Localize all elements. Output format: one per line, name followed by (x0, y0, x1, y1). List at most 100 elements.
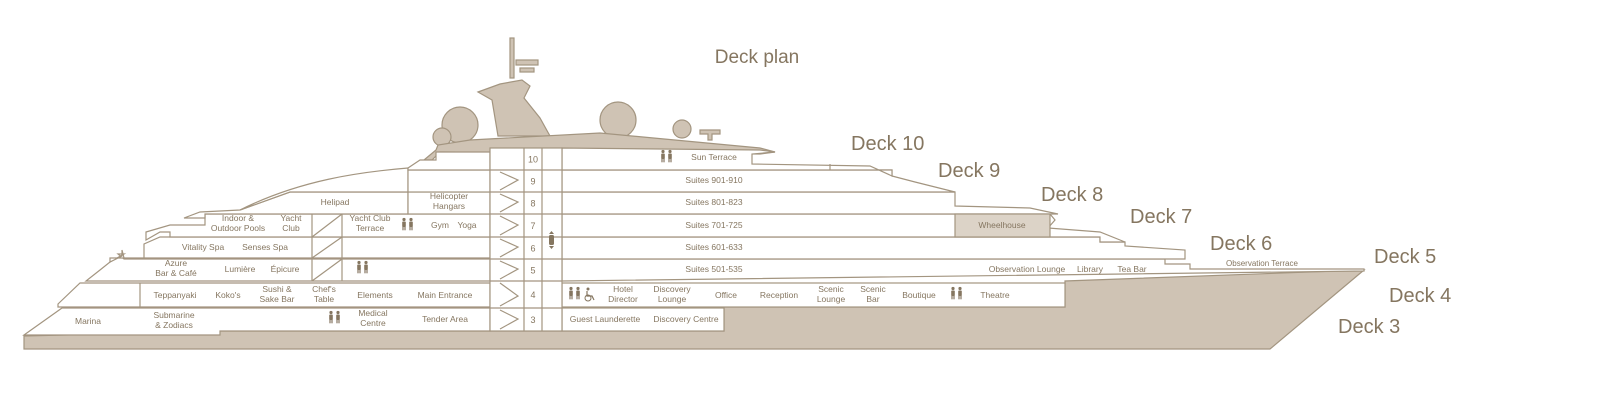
radar-dome (672, 119, 692, 139)
deck-label: Deck 7 (1130, 206, 1192, 228)
deck-number: 10 (528, 155, 538, 165)
restroom-icon (661, 149, 672, 163)
room-label-suites-601: Suites 601-633 (685, 242, 742, 252)
stair-flight (499, 282, 520, 307)
room-label-discovery-centre: Discovery Centre (653, 314, 718, 324)
room-label-epicure: Épicure (271, 264, 300, 274)
room-label-helipad: Helipad (321, 197, 350, 207)
decks (22, 147, 1365, 336)
radar-dome (599, 101, 637, 139)
deck-labels: Deck 10 Deck 9 Deck 8 Deck 7 Deck 6 Deck 5 Dec… (851, 133, 1451, 338)
room-label-indoor-pools: Indoor &Outdoor Pools (211, 213, 265, 233)
deck-label: Deck 8 (1041, 184, 1103, 206)
room-label-tender-area: Tender Area (422, 314, 468, 324)
radar-bar (515, 59, 539, 66)
deck-number: 8 (530, 199, 535, 209)
elevator-icon (549, 231, 554, 249)
deck-9-forward (561, 169, 956, 193)
room-label-submarine-zodiacs: Submarine& Zodiacs (153, 310, 194, 330)
deck-label: Deck 10 (851, 133, 924, 155)
accessible-icon (584, 287, 595, 302)
room-label-suites-801: Suites 801-823 (685, 197, 742, 207)
room-label-suites-501: Suites 501-535 (685, 264, 742, 274)
stair-flight (499, 171, 520, 191)
stair-flight (499, 260, 520, 280)
page-title: Deck plan (715, 47, 800, 68)
room-label-suites-901: Suites 901-910 (685, 175, 742, 185)
room-label-teppanyaki: Teppanyaki (153, 290, 196, 300)
stair-flight (499, 215, 520, 236)
restroom-icon (329, 310, 340, 324)
restroom-icon (357, 260, 368, 274)
deck-6-forward (561, 236, 1186, 260)
deck-5-forward (561, 258, 1365, 282)
room-label-theatre: Theatre (980, 290, 1010, 300)
deck-label: Deck 9 (938, 160, 1000, 182)
stair-zigzags (499, 171, 520, 330)
deck-label: Deck 6 (1210, 233, 1272, 255)
stair-flight (499, 238, 520, 258)
room-label-kokos: Koko's (215, 290, 240, 300)
room-label-wheelhouse: Wheelhouse (978, 220, 1026, 230)
deck-number: 4 (530, 290, 535, 300)
room-label-reception: Reception (760, 290, 799, 300)
ship-top (422, 37, 776, 161)
deck-number: 7 (530, 221, 535, 231)
room-label-lumiere: Lumière (225, 264, 256, 274)
deck-label: Deck 4 (1389, 285, 1451, 307)
room-label-observation-lounge: Observation Lounge (989, 264, 1066, 274)
deck-number: 9 (530, 177, 535, 187)
deck-10-aft (407, 151, 491, 171)
room-label-sushi-sake-bar: Sushi &Sake Bar (260, 284, 295, 304)
room-label-office: Office (715, 290, 737, 300)
deck-number: 6 (530, 244, 535, 254)
deck-10-forward (561, 147, 893, 177)
restroom-icon (951, 286, 962, 300)
deck-number: 3 (530, 315, 535, 325)
radar-bar-2 (519, 67, 535, 73)
room-label-gym: Gym (431, 220, 449, 230)
room-label-boutique: Boutique (902, 290, 936, 300)
deck-8-forward (561, 191, 1059, 215)
room-dividers (139, 164, 831, 307)
stair-flight (499, 309, 520, 330)
deck-separators (490, 169, 562, 309)
deck-label: Deck 3 (1338, 316, 1400, 338)
deck-label: Deck 5 (1374, 246, 1436, 268)
room-label-library: Library (1077, 264, 1104, 274)
antenna (699, 129, 721, 141)
room-label-sun-terrace: Sun Terrace (691, 152, 737, 162)
room-label-suites-701: Suites 701-725 (685, 220, 742, 230)
room-label-yoga: Yoga (457, 220, 476, 230)
room-label-vitality-spa: Vitality Spa (182, 242, 225, 252)
deck-number: 5 (530, 266, 535, 276)
mast (509, 37, 515, 79)
room-label-marina: Marina (75, 316, 101, 326)
wheelhouse-room (954, 213, 1051, 238)
room-label-observation-terrace: Observation Terrace (1226, 259, 1298, 268)
deck-6-area (109, 236, 491, 263)
restroom-icon (569, 286, 580, 300)
deck-numbers: 10 9 8 7 6 5 4 3 (528, 155, 538, 326)
icons (329, 149, 962, 324)
funnel (476, 79, 552, 137)
stair-flight (499, 193, 520, 213)
room-label-elements: Elements (357, 290, 392, 300)
room-label-main-entrance: Main Entrance (418, 290, 473, 300)
deck-4-forward (561, 282, 1066, 308)
deck-9-aft (407, 169, 491, 193)
room-label-tea-bar: Tea Bar (1117, 264, 1146, 274)
room-label-senses-spa: Senses Spa (242, 242, 288, 252)
